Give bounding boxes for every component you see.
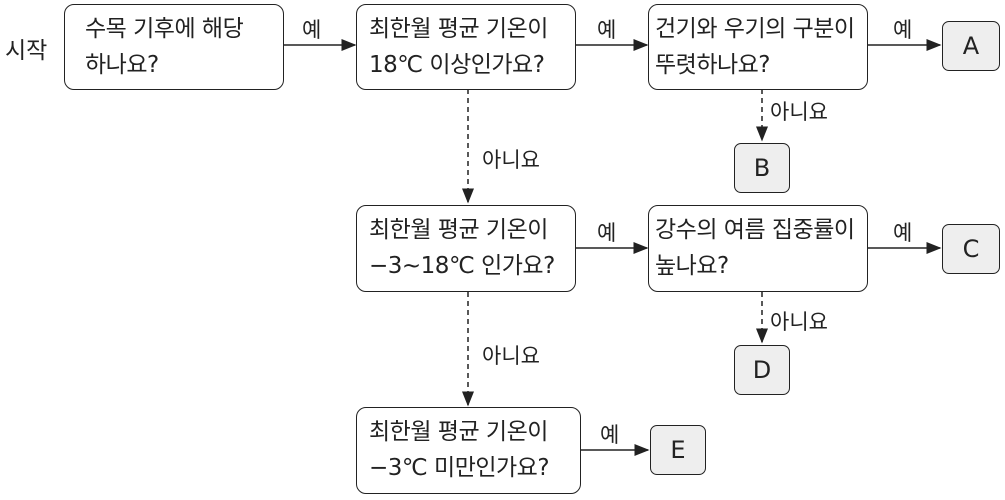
question-box-6: 최한월 평균 기온이 −3℃ 미만인가요?	[356, 407, 581, 494]
no-label: 아니요	[482, 148, 540, 172]
question-line: 높나요?	[655, 253, 729, 279]
question-line: 최한월 평균 기온이	[369, 419, 548, 445]
question-line: 하나요?	[85, 52, 159, 78]
question-line: 18℃ 이상인가요?	[369, 52, 545, 78]
question-box-1: 수목 기후에 해당 하나요?	[64, 4, 284, 90]
question-line: 뚜렷하나요?	[655, 52, 771, 78]
no-label: 아니요	[770, 100, 828, 124]
question-box-5: 강수의 여름 집중률이 높나요?	[648, 205, 868, 292]
result-d: D	[734, 345, 790, 395]
start-label: 시작	[5, 38, 48, 64]
yes-label: 예	[597, 221, 617, 245]
question-line: 최한월 평균 기온이	[369, 16, 548, 42]
yes-label: 예	[600, 423, 620, 447]
question-line: −3℃ 미만인가요?	[369, 455, 550, 481]
result-c: C	[942, 224, 1000, 274]
yes-label: 예	[893, 221, 913, 245]
yes-label: 예	[597, 18, 617, 42]
no-label: 아니요	[482, 344, 540, 368]
result-a: A	[942, 21, 1000, 71]
question-line: 강수의 여름 집중률이	[655, 217, 855, 243]
question-line: 수목 기후에 해당	[85, 16, 244, 42]
question-line: 최한월 평균 기온이	[369, 217, 548, 243]
question-box-2: 최한월 평균 기온이 18℃ 이상인가요?	[356, 4, 576, 90]
no-label: 아니요	[770, 310, 828, 334]
question-box-4: 최한월 평균 기온이 −3∼18℃ 인가요?	[356, 205, 576, 292]
result-b: B	[734, 143, 790, 193]
yes-label: 예	[893, 18, 913, 42]
question-line: 건기와 우기의 구분이	[655, 16, 855, 42]
question-line: −3∼18℃ 인가요?	[369, 253, 555, 279]
result-e: E	[650, 425, 706, 475]
question-box-3: 건기와 우기의 구분이 뚜렷하나요?	[648, 4, 868, 90]
yes-label: 예	[302, 18, 322, 42]
